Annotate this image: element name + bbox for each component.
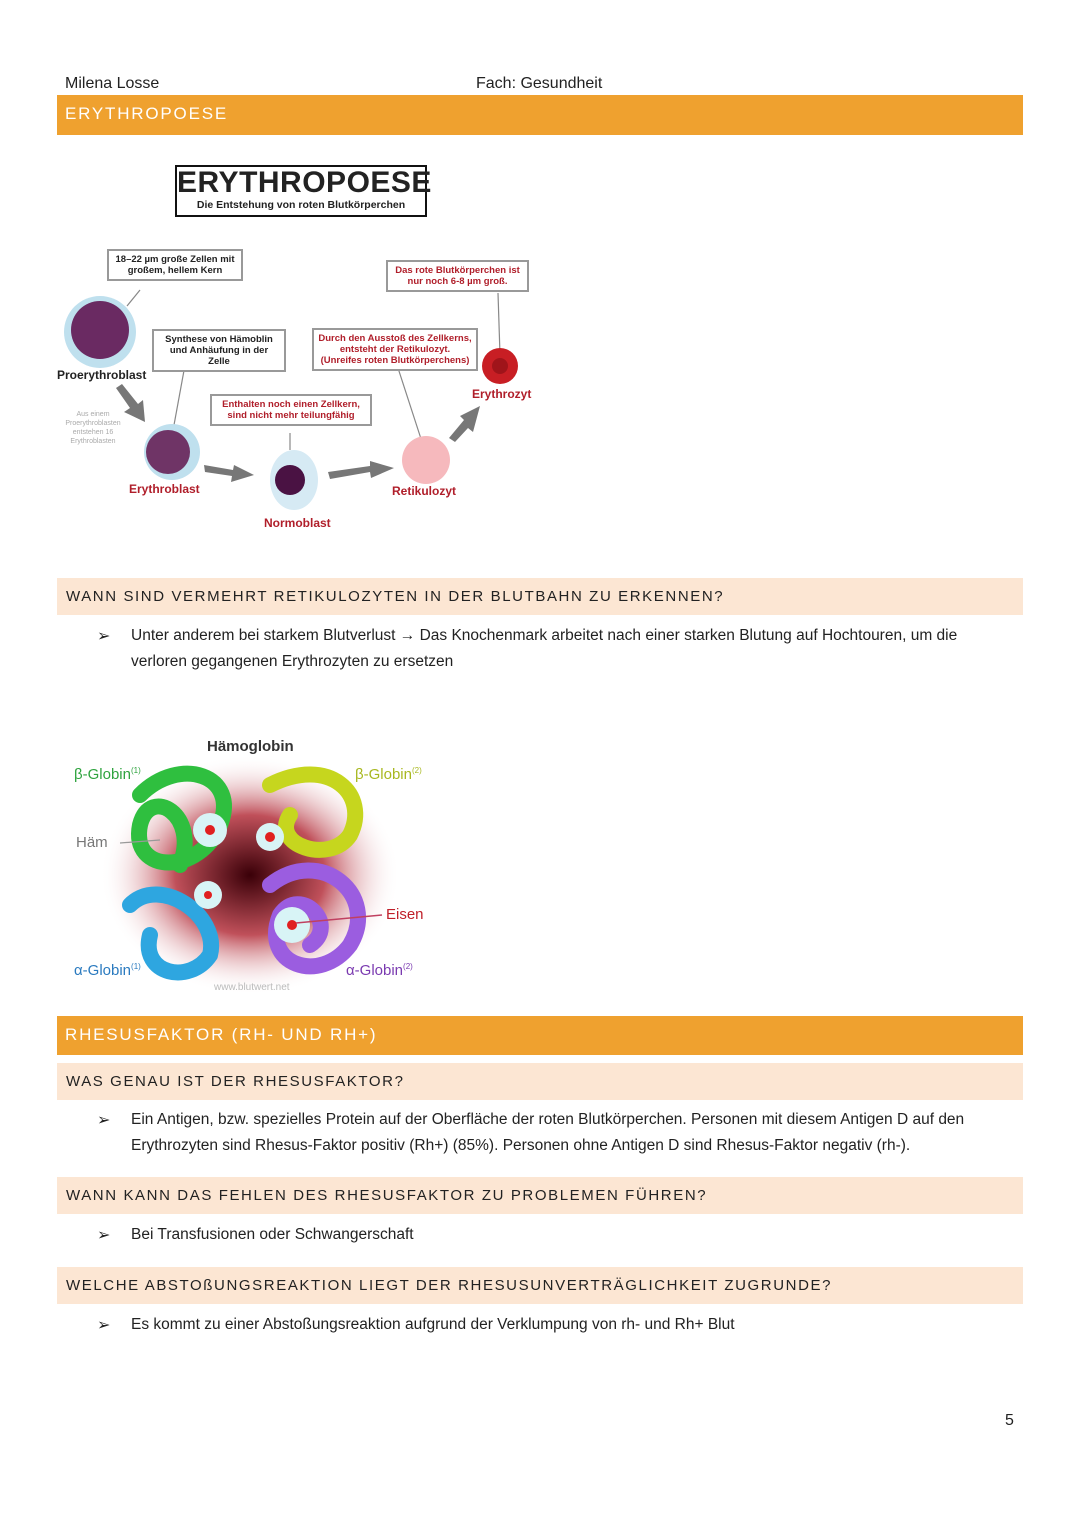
- question-heading-probleme: WANN KANN DAS FEHLEN DES RHESUSFAKTOR ZU…: [57, 1177, 1023, 1214]
- bullet-icon: ➢: [97, 1112, 111, 1129]
- diagram-note: Aus einem Proerythroblasten entstehen 16…: [65, 411, 121, 445]
- bullet-icon: ➢: [97, 628, 111, 645]
- subject: Fach: Gesundheit: [476, 75, 603, 92]
- diagram-title: ERYTHROPOESE: [177, 166, 432, 199]
- label-proerythroblast: Proerythroblast: [57, 368, 147, 382]
- label-erythrozyt: Erythrozyt: [472, 387, 532, 401]
- info-box-proerythroblast: 18–22 µm große Zellen mit großem, hellem…: [107, 249, 243, 281]
- label-haem: Häm: [76, 834, 108, 851]
- label-beta-globin-1: β-Globin(1): [74, 766, 141, 783]
- label-erythroblast: Erythroblast: [129, 482, 200, 496]
- label-beta-globin-2: β-Globin(2): [355, 766, 422, 783]
- arrows: [116, 384, 480, 482]
- watermark: www.blutwert.net: [214, 982, 290, 993]
- info-box-synthese: Synthese von Hämoblin und Anhäufung in d…: [152, 329, 286, 372]
- diagram-graphics: [64, 289, 518, 510]
- label-normoblast: Normoblast: [264, 516, 331, 530]
- author-name: Milena Losse: [65, 75, 160, 92]
- answer-probleme: Bei Transfusionen oder Schwangerschaft: [131, 1226, 414, 1243]
- question-heading-rhesusfaktor: WAS GENAU IST DER RHESUSFAKTOR?: [57, 1063, 1023, 1100]
- answer-rhesusfaktor: Ein Antigen, bzw. spezielles Protein auf…: [131, 1111, 965, 1154]
- label-eisen: Eisen: [386, 906, 424, 923]
- info-box-erythrozyt: Das rote Blutkörperchen ist nur noch 6-8…: [386, 260, 529, 292]
- label-alpha-globin-2: α-Globin(2): [346, 962, 413, 979]
- label-alpha-globin-1: α-Globin(1): [74, 962, 141, 979]
- hemoglobin-title: Hämoglobin: [207, 738, 294, 755]
- bullet-icon: ➢: [97, 1227, 111, 1244]
- section-heading-rhesusfaktor: RHESUSFAKTOR (RH- UND RH+): [57, 1016, 1023, 1055]
- diagram-title-box: ERYTHROPOESE Die Entstehung von roten Bl…: [175, 165, 432, 217]
- label-retikulozyt: Retikulozyt: [392, 484, 457, 498]
- section-heading-erythropoese: ERYTHROPOESE: [57, 95, 1023, 135]
- bullet-icon: ➢: [97, 1317, 111, 1334]
- info-box-retikulozyt: Durch den Ausstoß des Zellkerns, entsteh…: [312, 328, 478, 371]
- answer-abstossung: Es kommt zu einer Abstoßungsreaktion auf…: [131, 1316, 735, 1333]
- question-heading-abstossung: WELCHE ABSTOßUNGSREAKTION LIEGT DER RHES…: [57, 1267, 1023, 1304]
- question-heading-retikulozyten: WANN SIND VERMEHRT RETIKULOZYTEN IN DER …: [57, 578, 1023, 615]
- info-box-normoblast: Enthalten noch einen Zellkern, sind nich…: [210, 394, 372, 426]
- answer-retikulozyten: Unter anderem bei starkem Blutverlust → …: [131, 627, 958, 670]
- hemoglobin-graphic: [100, 755, 400, 995]
- diagram-subtitle: Die Entstehung von roten Blutkörperchen: [196, 199, 406, 211]
- page-number: 5: [1005, 1412, 1014, 1429]
